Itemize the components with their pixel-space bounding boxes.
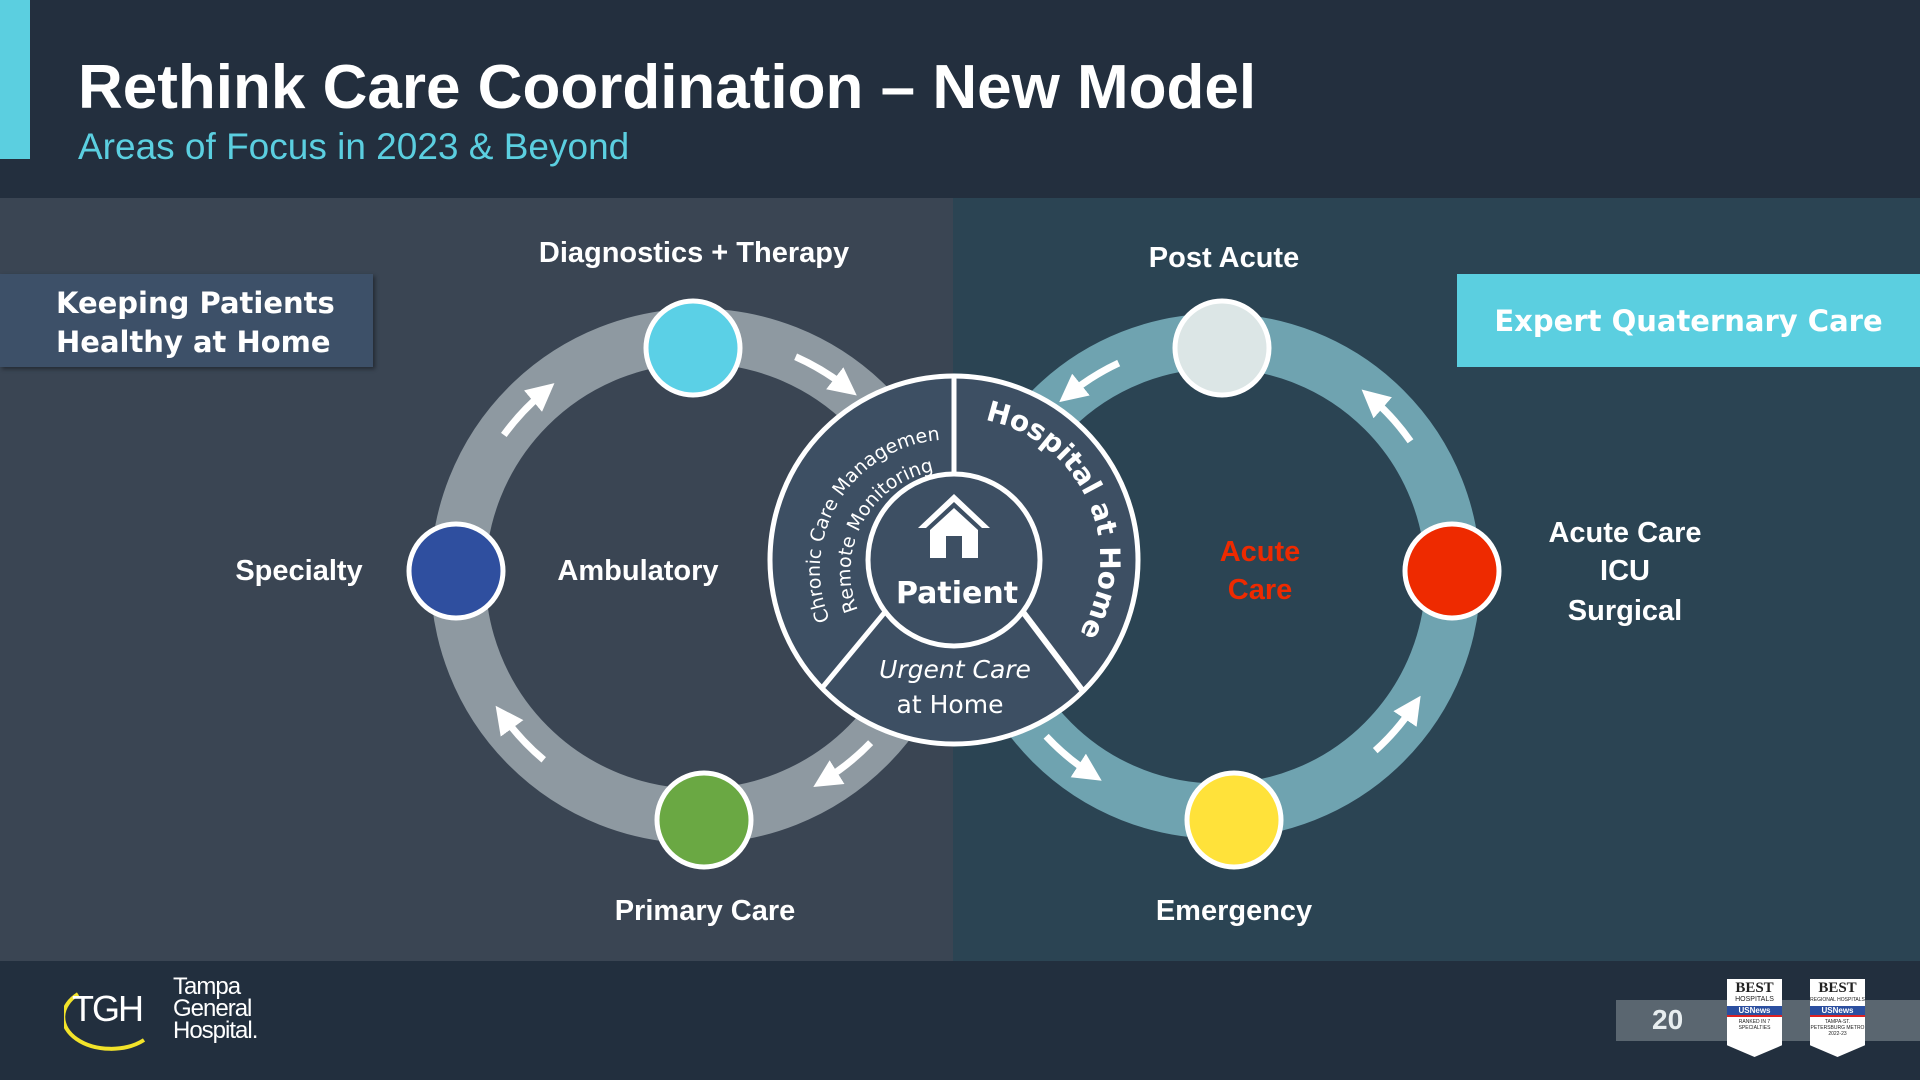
page-number: 20 <box>1652 1004 1684 1035</box>
label-acute-care: Acute Care <box>1548 517 1702 549</box>
flow-arrow-icon <box>1043 733 1102 781</box>
keeping-patients-healthy-box: Keeping Patients Healthy at Home <box>0 274 373 367</box>
badge-brand: USNews <box>1810 1006 1865 1017</box>
label-acute-care-center-2: Care <box>1227 574 1293 606</box>
node-acute-care <box>1402 521 1502 621</box>
node-primary-care <box>654 770 754 870</box>
urgent-care-label-2: at Home <box>897 690 1004 719</box>
label-primary-care: Primary Care <box>614 895 796 927</box>
expert-label: Expert Quaternary Care <box>1494 303 1883 338</box>
patient-label: Patient <box>896 576 1018 611</box>
expert-quaternary-care-box: Expert Quaternary Care <box>1457 274 1920 367</box>
urgent-care-label: Urgent Care <box>879 655 1031 684</box>
label-emergency: Emergency <box>1155 895 1313 927</box>
header-bar <box>0 0 1920 198</box>
label-post-acute: Post Acute <box>1148 242 1300 274</box>
badge-note: TAMPA-ST. PETERSBURG METRO 2022-23 <box>1810 1019 1865 1037</box>
accent-bar <box>0 0 30 159</box>
node-post-acute <box>1172 298 1272 398</box>
badge-note: RANKED IN 7 SPECIALTIES <box>1738 1019 1771 1031</box>
flow-arrow-icon <box>813 740 874 787</box>
flow-arrow-icon <box>1361 389 1414 444</box>
flow-arrow-icon <box>495 705 547 763</box>
hub-divider <box>820 610 887 690</box>
hospital-name: Tampa General Hospital. <box>173 973 258 1044</box>
label-surgical: Surgical <box>1567 595 1683 627</box>
label-specialty: Specialty <box>235 555 363 587</box>
tgh-logo: TGH <box>72 988 144 1029</box>
flow-arrow-icon <box>1059 359 1121 403</box>
usnews-badge-best-hospitals: BEST HOSPITALS USNews RANKED IN 7 SPECIA… <box>1727 979 1782 1057</box>
flow-arrow-icon <box>794 353 857 396</box>
hospital-name-line: Tampa <box>173 973 241 1000</box>
tgh-logo-swoosh <box>64 992 146 1051</box>
keeping-label-2: Healthy at Home <box>56 325 331 359</box>
node-specialty <box>406 521 506 621</box>
badge-title: BEST <box>1818 980 1857 996</box>
label-diagnostics-therapy: Diagnostics + Therapy <box>538 237 850 269</box>
footer-bar <box>0 961 1920 1080</box>
badge-brand: USNews <box>1727 1006 1782 1017</box>
hospital-name-line: General <box>173 995 252 1022</box>
node-diagnostics-therapy <box>643 298 743 398</box>
badge-sub: REGIONAL HOSPITALS <box>1810 997 1865 1003</box>
label-icu: ICU <box>1600 555 1650 587</box>
hospital-name-line: Hospital. <box>173 1017 258 1044</box>
flow-arrow-icon <box>1372 695 1421 754</box>
label-acute-care-center: Acute <box>1219 536 1301 568</box>
node-emergency <box>1184 770 1284 870</box>
hub-divider <box>1020 610 1085 692</box>
flow-arrow-icon <box>501 383 555 438</box>
hub-inner-circle <box>865 471 1043 649</box>
badge-sub: HOSPITALS <box>1735 996 1774 1003</box>
usnews-badge-best-regional: BEST REGIONAL HOSPITALS USNews TAMPA-ST.… <box>1810 979 1865 1057</box>
page-subtitle: Areas of Focus in 2023 & Beyond <box>78 126 630 167</box>
badge-title: BEST <box>1735 980 1774 996</box>
label-ambulatory: Ambulatory <box>557 555 719 587</box>
page-title: Rethink Care Coordination – New Model <box>78 53 1257 122</box>
keeping-label-1: Keeping Patients <box>56 286 335 320</box>
house-icon <box>918 494 990 558</box>
